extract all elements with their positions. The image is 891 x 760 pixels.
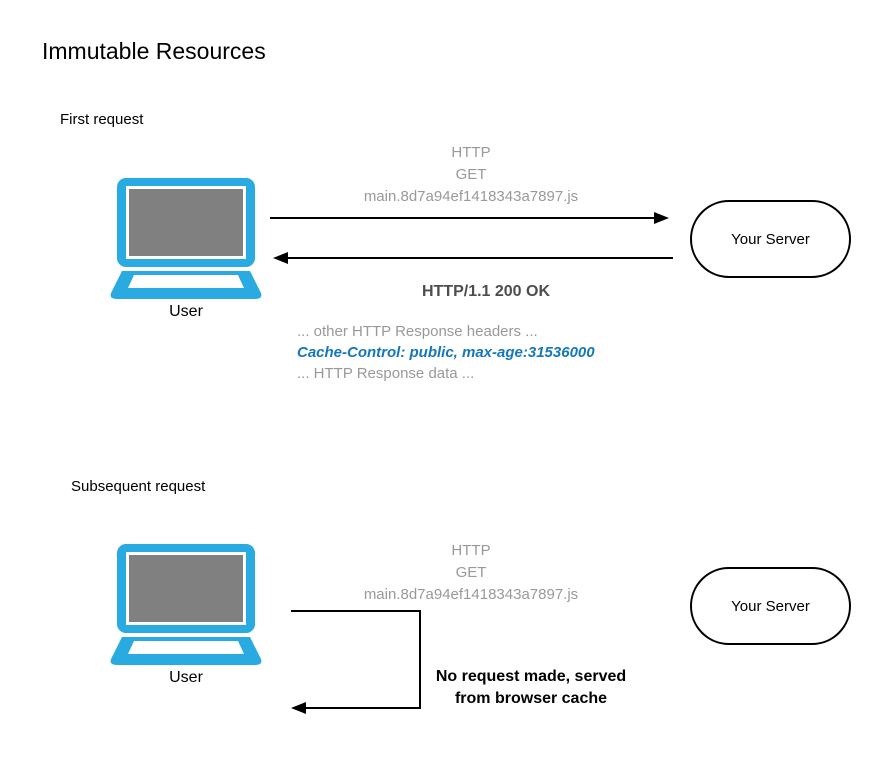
server-node: Your Server <box>690 567 851 645</box>
http-request-text: HTTP GET main.8d7a94ef1418343a7897.js <box>321 540 621 606</box>
response-headers-before: ... other HTTP Response headers ... <box>297 323 538 340</box>
request-line: HTTP <box>451 542 491 559</box>
cache-control-header: Cache-Control: public, max-age:31536000 <box>297 344 595 361</box>
request-arrow-icon <box>270 212 669 224</box>
cache-return-arrow-icon <box>291 610 421 714</box>
response-data-after: ... HTTP Response data ... <box>297 365 475 382</box>
server-node: Your Server <box>690 200 851 278</box>
user-label: User <box>169 669 203 686</box>
cache-note-line: from browser cache <box>454 690 608 707</box>
server-label: Your Server <box>731 230 810 248</box>
request-line: main.8d7a94ef1418343a7897.js <box>363 586 579 603</box>
page-title: Immutable Resources <box>42 38 266 64</box>
response-arrow-icon <box>273 252 673 264</box>
request-line: GET <box>455 564 487 581</box>
request-line: main.8d7a94ef1418343a7897.js <box>363 188 579 205</box>
user-laptop-icon <box>110 178 262 299</box>
laptop-screen <box>129 555 243 622</box>
cache-note-line: No request made, served <box>435 668 627 685</box>
cache-note-text: No request made, served from browser cac… <box>423 666 639 710</box>
request-line: GET <box>455 166 487 183</box>
response-status-text: HTTP/1.1 200 OK <box>421 283 551 300</box>
response-headers-block: ... other HTTP Response headers ... Cach… <box>297 321 595 384</box>
request-line: HTTP <box>451 144 491 161</box>
user-label: User <box>169 303 203 320</box>
laptop-screen <box>129 189 243 256</box>
user-laptop-icon <box>110 544 262 665</box>
http-request-text: HTTP GET main.8d7a94ef1418343a7897.js <box>321 142 621 208</box>
first-request-label: First request <box>60 111 144 128</box>
server-label: Your Server <box>731 597 810 615</box>
laptop-keyboard <box>128 275 244 288</box>
subsequent-request-label: Subsequent request <box>71 478 206 495</box>
laptop-keyboard <box>128 641 244 654</box>
